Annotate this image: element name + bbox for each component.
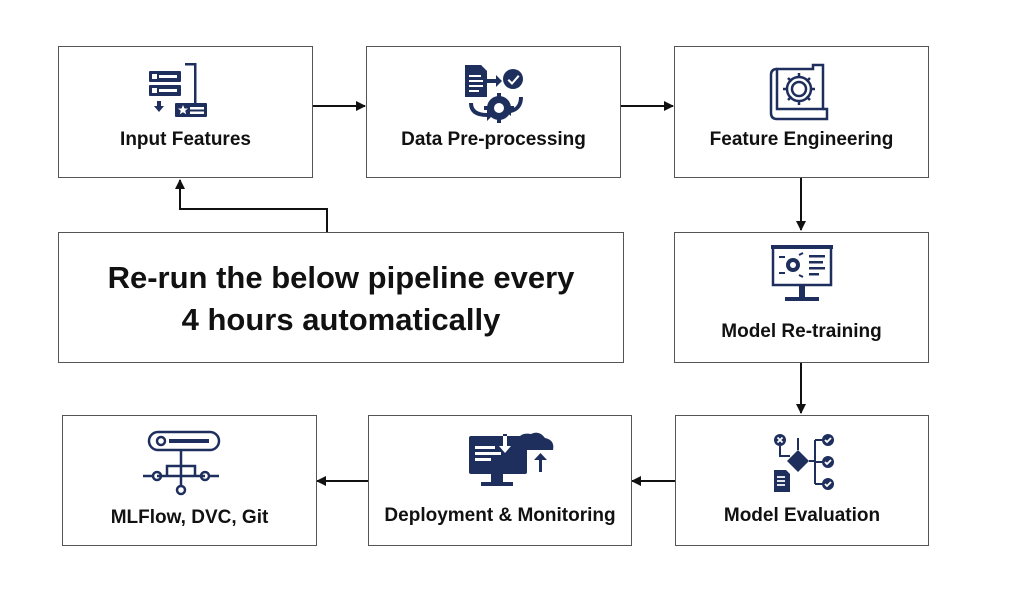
node-label: Model Evaluation [723, 505, 881, 526]
node-data-preprocessing: Data Pre-processing [366, 46, 621, 178]
decision-flow-icon [774, 434, 834, 492]
note-text: Re-run the below pipeline every 4 hours … [59, 257, 623, 341]
node-label: Input Features [120, 129, 251, 150]
node-label: Deployment & Monitoring [384, 505, 616, 526]
node-mlflow-dvc-git: MLFlow, DVC, Git [62, 415, 317, 546]
node-model-retraining: Model Re-training [674, 232, 929, 363]
node-deployment-monitoring: Deployment & Monitoring [368, 415, 632, 546]
monitor-cloud-icon [469, 432, 554, 486]
blueprint-gear-icon [769, 63, 829, 121]
note-box: Re-run the below pipeline every 4 hours … [58, 232, 624, 363]
node-label: Model Re-training [721, 321, 882, 342]
node-label: MLFlow, DVC, Git [110, 507, 269, 528]
node-label: Data Pre-processing [401, 129, 586, 150]
version-tree-icon [143, 430, 221, 496]
presentation-board-icon [771, 245, 833, 301]
arrow-note-to-input [175, 179, 328, 232]
note-line-1: Re-run the below pipeline every [107, 260, 575, 295]
node-feature-engineering: Feature Engineering [674, 46, 929, 178]
node-input-features: Input Features [58, 46, 313, 178]
note-line-2: 4 hours automatically [181, 302, 501, 337]
document-gear-icon [465, 65, 523, 123]
form-list-icon [149, 63, 207, 117]
node-label: Feature Engineering [709, 129, 894, 150]
node-model-evaluation: Model Evaluation [675, 415, 929, 546]
